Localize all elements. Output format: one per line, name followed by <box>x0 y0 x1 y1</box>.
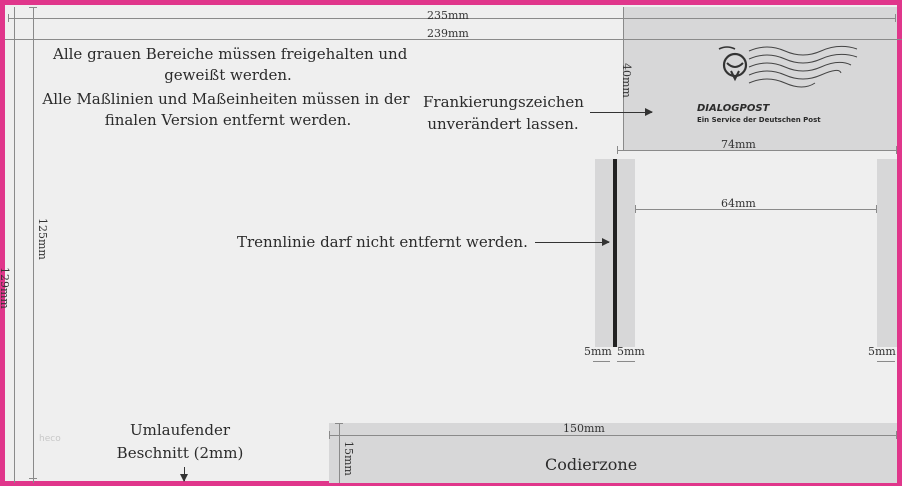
dim-label-150: 150mm <box>563 422 605 435</box>
posthorn-logo <box>718 45 858 88</box>
note-franking-1: Frankierungszeichen <box>423 93 584 111</box>
dim-line-125 <box>33 7 34 483</box>
dim-label-235: 235mm <box>427 9 469 22</box>
dim-label-5mm-mid: 5mm <box>617 345 645 358</box>
note-grey-areas-4: finalen Version entfernt werden. <box>104 111 352 129</box>
dim-line-74 <box>617 150 897 151</box>
dim-label-239: 239mm <box>427 27 469 40</box>
dim-label-64: 64mm <box>721 197 756 210</box>
note-grey-areas-3: Alle Maßlinien und Maßeinheiten müssen i… <box>42 90 410 108</box>
coding-zone-label: Codierzone <box>545 455 638 474</box>
separator-line <box>613 159 617 347</box>
dim-line-129 <box>14 7 15 483</box>
dim-label-5mm-left: 5mm <box>584 345 612 358</box>
dim-line-15 <box>339 423 340 483</box>
dim-label-40: 40mm <box>620 63 633 98</box>
address-right-margin <box>877 159 897 347</box>
stamp-brand: DIALOGPOST <box>697 103 770 114</box>
dim-label-5mm-right: 5mm <box>868 345 896 358</box>
dim-line-64 <box>635 209 877 210</box>
coding-zone <box>329 423 897 483</box>
dim-label-15: 15mm <box>342 441 355 476</box>
arrow-bleed <box>180 467 188 482</box>
franking-zone <box>623 7 897 150</box>
dim-label-125: 125mm <box>36 218 49 260</box>
dim-line-235 <box>8 18 895 19</box>
dim-line-239 <box>5 39 902 40</box>
watermark: heco <box>39 434 61 444</box>
dim-line-150 <box>329 435 897 436</box>
arrow-franking <box>590 108 653 116</box>
note-grey-areas-2: geweißt werden. <box>164 66 292 84</box>
note-grey-areas-1: Alle grauen Bereiche müssen freigehalten… <box>53 45 408 63</box>
dim-label-129: 129mm <box>0 267 11 309</box>
note-bleed-1: Umlaufender <box>129 421 230 439</box>
dim-line-40 <box>623 7 624 150</box>
stamp-tagline: Ein Service der Deutschen Post <box>697 116 821 124</box>
note-franking-2: unverändert lassen. <box>427 115 579 133</box>
arrow-separator <box>535 238 610 246</box>
dim-label-74: 74mm <box>721 138 756 151</box>
note-bleed-2: Beschnitt (2mm) <box>116 444 244 462</box>
note-separator: Trennlinie darf nicht entfernt werden. <box>237 233 528 251</box>
